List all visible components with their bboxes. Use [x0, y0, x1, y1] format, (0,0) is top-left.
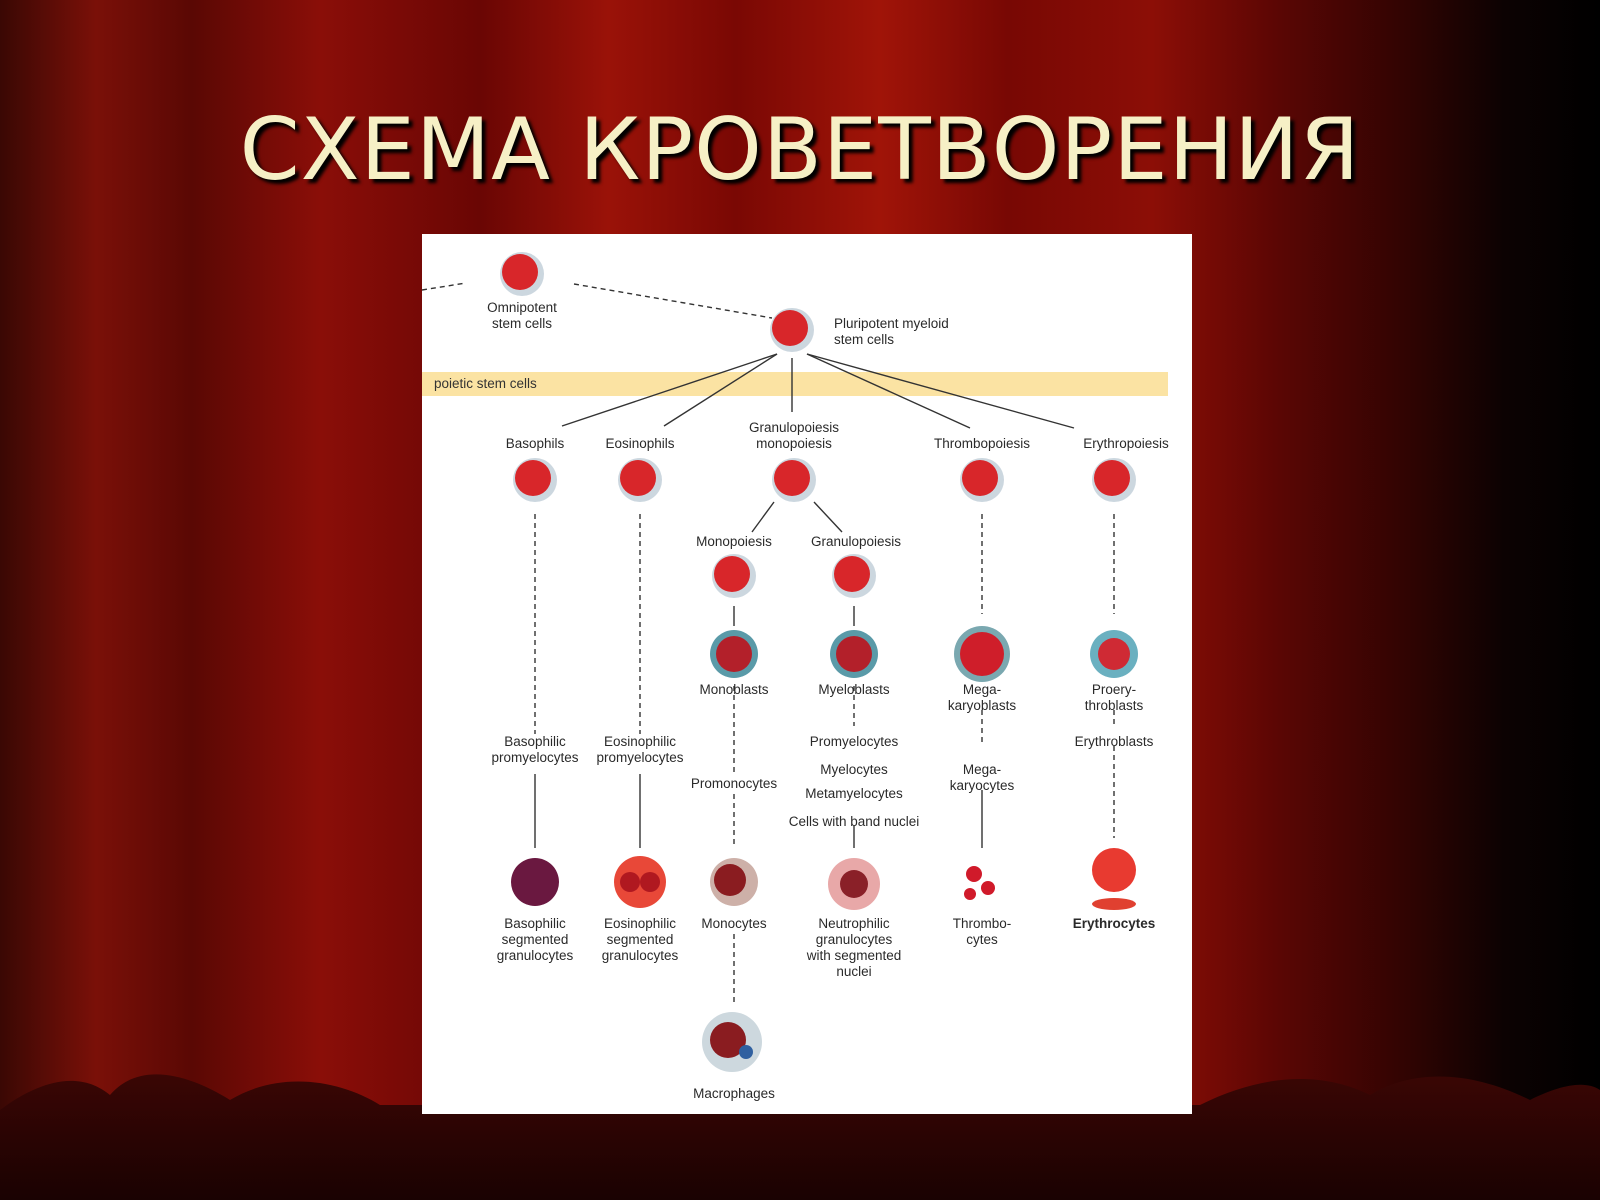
band-label: poietic stem cells — [434, 376, 537, 391]
erythrocyte-cell — [1092, 848, 1136, 892]
diagram-graphics — [422, 252, 1138, 1072]
eosinophil-progenitor-cell — [620, 460, 656, 496]
basophil-progenitor-cell — [515, 460, 551, 496]
omnipotent-stem-cell — [502, 254, 538, 290]
connector-lines — [422, 282, 1115, 1004]
label-basophilic-promyelocytes: Basophilic promyelocytes — [491, 734, 579, 765]
label-eosinophilic-segmented: Eosinophilic segmented granulocytes — [601, 916, 679, 963]
label-monocytes: Monocytes — [701, 916, 767, 931]
label-erythrocytes: Erythrocytes — [1072, 916, 1156, 931]
monopoiesis-cell — [714, 556, 750, 592]
pluripotent-stem-cell — [772, 310, 808, 346]
erythro-progenitor-cell — [1094, 460, 1130, 496]
thrombocyte-1 — [966, 866, 982, 882]
label-basophils: Basophils — [505, 436, 565, 451]
label-pluripotent: Pluripotent myeloid stem cells — [834, 316, 949, 347]
erythrocyte-side-view — [1092, 898, 1136, 910]
label-myeloblasts: Myeloblasts — [818, 682, 890, 697]
blast-cells — [710, 626, 1138, 682]
label-promyelocytes: Promyelocytes — [809, 734, 899, 749]
myeloblast-cell — [836, 636, 872, 672]
mature-cells — [511, 848, 1136, 1072]
label-proerythroblasts: Proery- throblasts — [1084, 682, 1144, 713]
label-megakaryoblasts: Mega- karyoblasts — [947, 682, 1017, 713]
label-megakaryocytes: Mega- karyocytes — [949, 762, 1015, 793]
label-monopoiesis: Monopoiesis — [696, 534, 772, 549]
label-erythroblasts: Erythroblasts — [1074, 734, 1154, 749]
thrombocyte-3 — [964, 888, 976, 900]
label-band-nuclei: Cells with band nuclei — [788, 814, 920, 829]
macrophage-inclusion — [739, 1045, 753, 1059]
label-myelocytes: Myelocytes — [820, 762, 888, 777]
label-granulo-mono: Granulopoiesis monopoiesis — [748, 420, 840, 451]
monocyte-cell — [714, 864, 746, 896]
label-granulopoiesis: Granulopoiesis — [810, 534, 902, 549]
stem-cells — [500, 252, 1136, 598]
label-eosinophilic-promyelocytes: Eosinophilic promyelocytes — [596, 734, 684, 765]
neutrophil-cell — [840, 870, 868, 898]
megakaryoblast-cell — [960, 632, 1004, 676]
hematopoiesis-diagram: poietic stem cells — [422, 234, 1192, 1114]
slide-title: СХЕМА КРОВЕТВОРЕНИЯ — [239, 100, 1361, 200]
label-macrophages: Macrophages — [693, 1086, 775, 1101]
label-neutrophilic: Neutrophilic granulocytes with segmented… — [806, 916, 902, 979]
label-metamyelocytes: Metamyelocytes — [805, 786, 903, 801]
label-thrombopoiesis: Thrombopoiesis — [933, 436, 1031, 451]
thrombocyte-2 — [981, 881, 995, 895]
basophilic-granulocyte-cell — [511, 858, 559, 906]
monoblast-cell — [716, 636, 752, 672]
label-basophilic-segmented: Basophilic segmented granulocytes — [496, 916, 574, 963]
granulopoiesis-cell — [834, 556, 870, 592]
thrombo-progenitor-cell — [962, 460, 998, 496]
label-promonocytes: Promonocytes — [690, 776, 778, 791]
macrophage-cell — [710, 1022, 746, 1058]
label-erythropoiesis: Erythropoiesis — [1083, 436, 1169, 451]
label-omnipotent: Omnipotent stem cells — [487, 300, 557, 331]
granulo-mono-progenitor-cell — [774, 460, 810, 496]
eosinophil-nucleus-right — [640, 872, 660, 892]
label-eosinophils: Eosinophils — [605, 436, 675, 451]
proerythroblast-cell — [1098, 638, 1130, 670]
label-thrombocytes: Thrombo- cytes — [952, 916, 1012, 947]
label-monoblasts: Monoblasts — [699, 682, 769, 697]
poietic-stem-cells-band: poietic stem cells — [422, 372, 1168, 396]
eosinophil-nucleus-left — [620, 872, 640, 892]
